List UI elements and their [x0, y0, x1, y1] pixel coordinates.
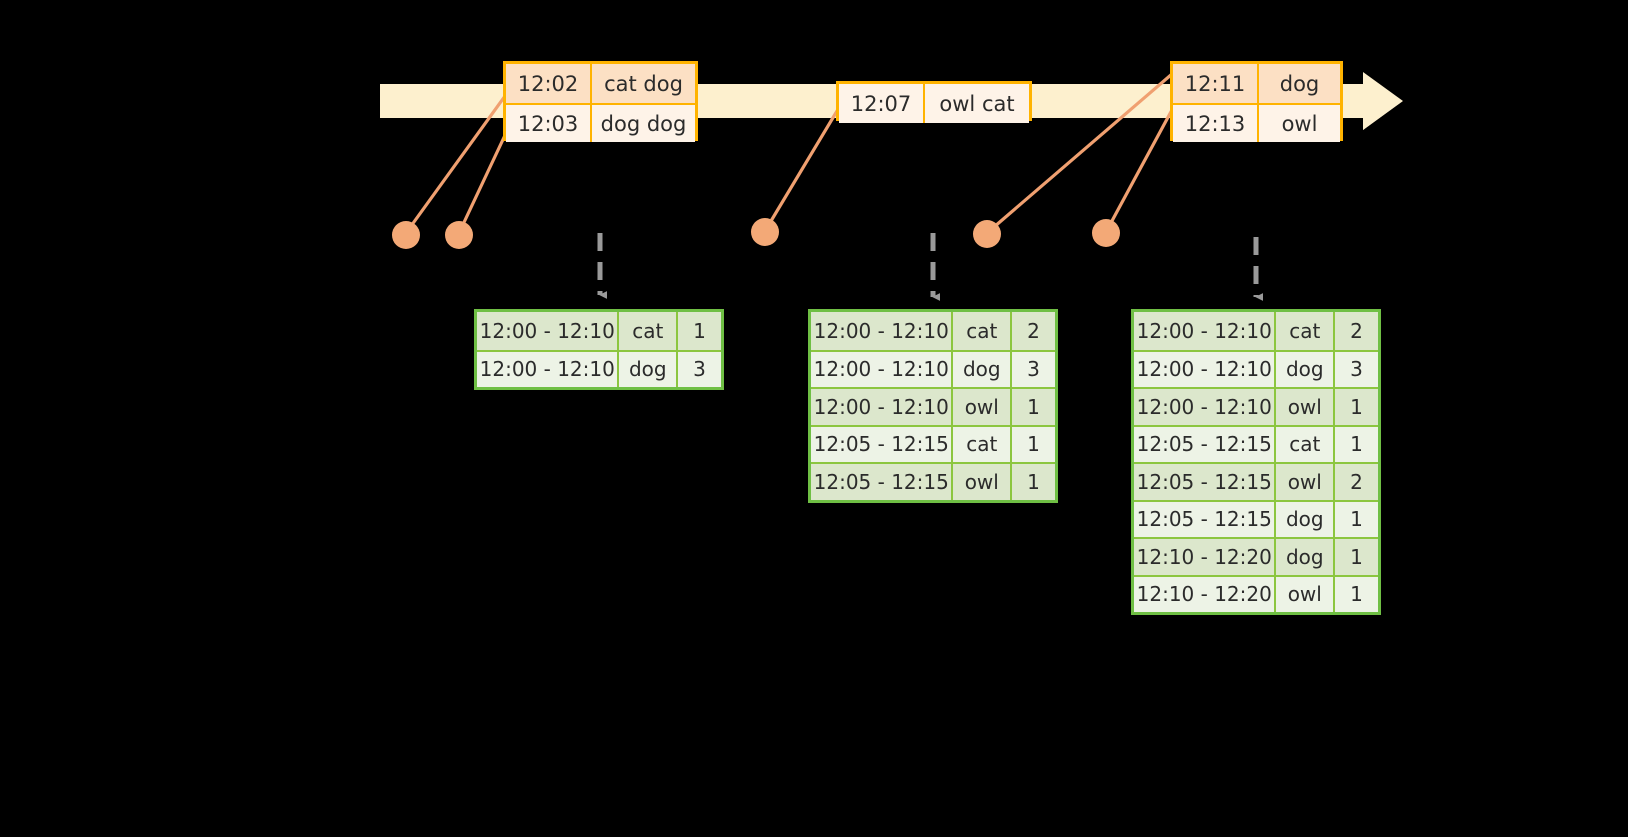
- window-cell: 12:00 - 12:10: [477, 351, 620, 387]
- event-group-3[interactable]: 12:11 dog 12:13 owl: [1170, 61, 1343, 142]
- key-cell: cat: [953, 312, 1013, 350]
- connector-line-4: [985, 72, 1174, 235]
- connector-line-3: [763, 105, 842, 232]
- key-cell: dog: [953, 351, 1013, 387]
- emit-arrows: [597, 233, 1264, 301]
- key-cell: dog: [1276, 539, 1336, 575]
- count-cell: 1: [678, 312, 721, 350]
- key-cell: dog: [619, 351, 679, 387]
- key-cell: cat: [619, 312, 679, 350]
- count-cell: 1: [1335, 389, 1378, 425]
- timeline-arrowhead-shape: [1363, 73, 1402, 130]
- connector-dot-3: [751, 218, 779, 246]
- connector-dot-5: [1092, 219, 1120, 247]
- window-cell: 12:00 - 12:10: [811, 351, 954, 387]
- window-cell: 12:05 - 12:15: [1134, 464, 1277, 500]
- event-data: dog: [1259, 64, 1340, 103]
- window-cell: 12:00 - 12:10: [811, 312, 954, 350]
- count-cell: 3: [678, 351, 721, 387]
- event-data: cat dog: [592, 64, 695, 103]
- event-row: 12:11 dog: [1173, 64, 1340, 103]
- event-time: 12:07: [839, 84, 925, 123]
- count-cell: 2: [1012, 312, 1055, 350]
- count-cell: 1: [1335, 426, 1378, 462]
- event-data: dog dog: [592, 105, 695, 142]
- event-time: 12:13: [1173, 105, 1259, 142]
- event-time: 12:02: [506, 64, 592, 103]
- count-cell: 1: [1012, 389, 1055, 425]
- event-group-1[interactable]: 12:02 cat dog 12:03 dog dog: [503, 61, 698, 142]
- key-cell: owl: [1276, 464, 1336, 500]
- event-time: 12:03: [506, 105, 592, 142]
- event-time: 12:11: [1173, 64, 1259, 103]
- connector-dot-2: [445, 221, 473, 249]
- count-cell: 2: [1335, 312, 1378, 350]
- window-cell: 12:00 - 12:10: [1134, 351, 1277, 387]
- window-cell: 12:10 - 12:20: [1134, 576, 1277, 612]
- key-cell: cat: [1276, 312, 1336, 350]
- key-cell: owl: [1276, 576, 1336, 612]
- connector-line-1: [404, 95, 507, 234]
- connector-dot-1: [392, 221, 420, 249]
- key-cell: dog: [1276, 351, 1336, 387]
- count-cell: 1: [1335, 539, 1378, 575]
- count-cell: 1: [1335, 501, 1378, 537]
- connector-lines: [404, 72, 1175, 235]
- count-cell: 3: [1335, 351, 1378, 387]
- connector-line-5: [1104, 107, 1175, 233]
- key-cell: cat: [1276, 426, 1336, 462]
- event-row: 12:03 dog dog: [506, 103, 695, 142]
- window-cell: 12:05 - 12:15: [1134, 501, 1277, 537]
- connector-line-2: [457, 130, 509, 234]
- count-cell: 1: [1335, 576, 1378, 612]
- event-data: owl cat: [925, 84, 1029, 123]
- window-cell: 12:00 - 12:10: [1134, 389, 1277, 425]
- key-cell: owl: [953, 464, 1013, 500]
- key-cell: dog: [1276, 501, 1336, 537]
- window-cell: 12:00 - 12:10: [1134, 312, 1277, 350]
- event-row: 12:13 owl: [1173, 103, 1340, 142]
- event-group-2[interactable]: 12:07 owl cat: [836, 81, 1032, 123]
- window-cell: 12:00 - 12:10: [811, 389, 954, 425]
- window-cell: 12:05 - 12:15: [811, 464, 954, 500]
- window-cell: 12:00 - 12:10: [477, 312, 620, 350]
- key-cell: cat: [953, 426, 1013, 462]
- count-cell: 3: [1012, 351, 1055, 387]
- connector-dot-4: [973, 220, 1001, 248]
- event-row: 12:07 owl cat: [839, 84, 1029, 123]
- count-cell: 1: [1012, 464, 1055, 500]
- connector-dots: [392, 218, 1120, 249]
- window-cell: 12:05 - 12:15: [1134, 426, 1277, 462]
- window-cell: 12:10 - 12:20: [1134, 539, 1277, 575]
- count-cell: 2: [1335, 464, 1378, 500]
- count-cell: 1: [1012, 426, 1055, 462]
- event-row: 12:02 cat dog: [506, 64, 695, 103]
- key-cell: owl: [1276, 389, 1336, 425]
- window-cell: 12:05 - 12:15: [811, 426, 954, 462]
- event-data: owl: [1259, 105, 1340, 142]
- key-cell: owl: [953, 389, 1013, 425]
